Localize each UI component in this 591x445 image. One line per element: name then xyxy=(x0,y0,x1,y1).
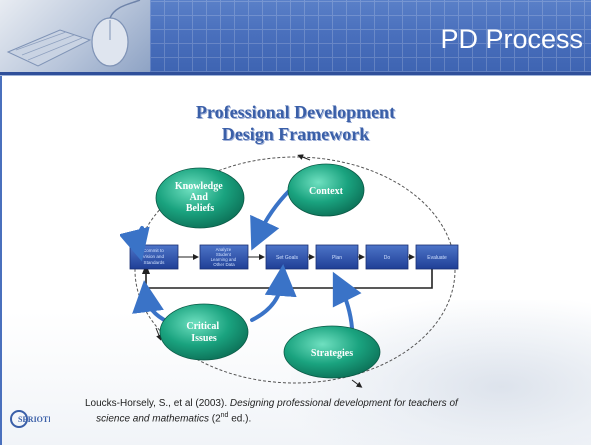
step-box: Evaluate xyxy=(415,244,459,270)
step-label: Vision and xyxy=(143,254,165,259)
framework-title-line2: Design Framework xyxy=(221,124,370,144)
critical-to-goals-arrow xyxy=(250,264,297,322)
citation-edition-sup: nd xyxy=(220,412,229,419)
logo-text: SERIOTEC xyxy=(18,415,50,424)
framework-title-line1: Professional Development xyxy=(195,102,396,122)
bubble-label: Issues xyxy=(191,333,217,344)
critical-issues-arrow xyxy=(132,280,170,324)
bubble-label: Knowledge xyxy=(175,181,223,192)
step-label: Plan xyxy=(332,255,342,261)
step-label: Student xyxy=(216,252,232,257)
step-label: Analyze xyxy=(216,247,232,252)
cycle-ellipse xyxy=(134,156,456,384)
knowledge-arrow xyxy=(120,226,150,262)
critical-issues-bubble: Critical Issues xyxy=(159,303,249,361)
page-title: PD Process xyxy=(440,24,583,54)
citation-title-cont: science and mathematics xyxy=(96,413,209,425)
bubble-label: Context xyxy=(309,186,344,197)
context-arrow xyxy=(250,188,292,251)
header-divider xyxy=(0,72,591,75)
step-label: Standards xyxy=(144,260,166,265)
citation-title: Designing professional development for t… xyxy=(229,398,458,409)
citation-authors: Loucks-Horsely, S., et al (2003). xyxy=(85,398,230,409)
step-box: Plan xyxy=(315,244,359,270)
svg-text:Analyze Student: Analyze Student Learning and Other Data xyxy=(211,247,238,267)
svg-text:Commit to Vision and: Commit to Vision and Standards xyxy=(143,248,166,265)
strategies-arrow xyxy=(332,271,362,330)
svg-text:Critical Issues: Critical Issues xyxy=(186,321,221,344)
strategies-bubble: Strategies xyxy=(283,325,381,379)
step-box: Set Goals xyxy=(265,244,309,270)
step-box: Commit to Vision and Standards xyxy=(129,244,179,270)
framework-diagram: Commit to Vision and Standards Analyze S… xyxy=(120,154,459,388)
header-divider-light xyxy=(0,75,591,76)
bubble-label: Beliefs xyxy=(186,203,214,214)
step-label: Learning and xyxy=(211,257,237,262)
orbit-arrow-bottom xyxy=(351,379,363,388)
step-label: Do xyxy=(384,255,391,261)
step-box: Do xyxy=(365,244,409,270)
banner-grid-texture xyxy=(150,0,591,72)
bubble-label: Critical xyxy=(186,321,219,332)
step-box: Analyze Student Learning and Other Data xyxy=(199,244,249,270)
svg-text:Knowledge And: Knowledge And Beliefs xyxy=(175,181,225,214)
left-accent-line xyxy=(0,76,2,445)
step-label: Commit to xyxy=(143,248,164,253)
header-banner xyxy=(150,0,591,72)
bubble-label: Strategies xyxy=(311,348,353,359)
header: PD Process xyxy=(0,0,591,76)
step-label: Other Data xyxy=(213,262,235,267)
citation-edition-pre: (2 xyxy=(208,413,221,425)
citation: Loucks-Horsely, S., et al (2003). Design… xyxy=(85,398,585,425)
bubble-label: And xyxy=(190,192,209,203)
knowledge-beliefs-bubble: Knowledge And Beliefs xyxy=(155,167,245,229)
context-bubble: Context xyxy=(287,163,365,217)
step-label: Evaluate xyxy=(427,255,447,261)
orbit-arrow-left xyxy=(155,327,162,341)
citation-edition-post: ed.). xyxy=(228,413,252,425)
orbit-arrow-top xyxy=(297,154,311,161)
seriotec-logo: SERIOTEC xyxy=(10,408,60,430)
header-photo xyxy=(0,0,152,72)
step-label: Set Goals xyxy=(276,255,298,261)
